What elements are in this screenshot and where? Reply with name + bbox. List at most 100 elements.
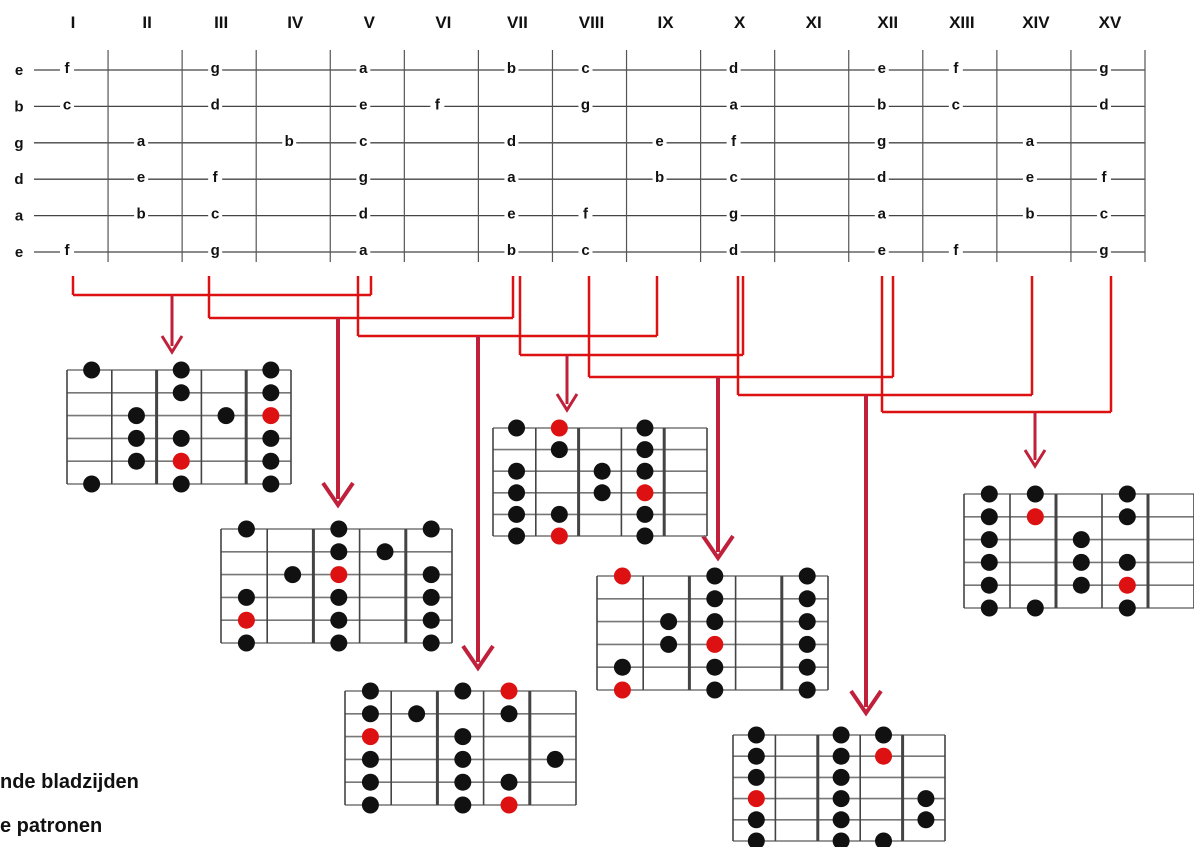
note-backdrop <box>208 203 223 220</box>
note-dot <box>217 407 235 425</box>
note-dot <box>127 452 145 470</box>
arrow-head-icon <box>321 481 355 509</box>
root-note-dot <box>500 682 518 700</box>
position-label-XII: XII <box>877 13 898 32</box>
note-backdrop <box>948 94 963 111</box>
note-dot <box>237 520 255 538</box>
arrow-head-icon <box>160 335 184 355</box>
note-backdrop <box>874 203 889 220</box>
note-dot <box>262 475 280 493</box>
note-label: d <box>1099 96 1108 113</box>
note-dot <box>127 429 145 447</box>
string-label-e: e <box>15 62 23 79</box>
note-label: f <box>953 60 959 77</box>
note-backdrop <box>874 58 889 74</box>
root-note-dot <box>747 790 765 808</box>
note-dot <box>550 441 568 459</box>
root-note-dot <box>172 452 190 470</box>
root-note-dot <box>875 747 893 765</box>
note-label: a <box>729 96 738 113</box>
note-dot <box>832 726 850 744</box>
note-dot <box>1026 599 1044 617</box>
note-dot <box>361 682 379 700</box>
note-dot <box>706 681 724 699</box>
note-dot <box>127 407 145 425</box>
note-label: b <box>507 60 516 77</box>
note-backdrop <box>504 167 519 184</box>
position-label-XI: XI <box>806 13 822 32</box>
note-label: f <box>435 96 441 113</box>
note-dot <box>980 531 998 549</box>
note-dot <box>422 588 440 606</box>
note-dot <box>508 484 526 502</box>
note-backdrop <box>60 94 75 111</box>
note-dot <box>798 590 816 608</box>
note-backdrop <box>578 94 593 111</box>
note-backdrop <box>356 240 371 256</box>
note-dot <box>636 505 654 523</box>
note-backdrop <box>874 94 889 111</box>
position-label-IX: IX <box>658 13 675 32</box>
note-dot <box>83 475 101 493</box>
position-label-XIII: XIII <box>949 13 975 32</box>
note-dot <box>361 705 379 723</box>
note-backdrop <box>1096 240 1111 256</box>
note-dot <box>980 576 998 594</box>
note-dot <box>798 635 816 653</box>
note-backdrop <box>726 58 741 74</box>
note-backdrop <box>948 58 963 74</box>
note-dot <box>613 658 631 676</box>
position-label-III: III <box>214 13 228 32</box>
note-backdrop <box>208 240 223 256</box>
note-dot <box>454 796 472 814</box>
note-dot <box>408 705 426 723</box>
note-backdrop <box>504 130 519 147</box>
note-dot <box>980 553 998 571</box>
position-label-I: I <box>71 13 76 32</box>
red-bracket-connectors <box>71 276 1113 717</box>
note-dot <box>706 590 724 608</box>
note-label: f <box>583 206 589 223</box>
root-note-dot <box>1118 576 1136 594</box>
note-backdrop <box>356 130 371 147</box>
note-dot <box>330 611 348 629</box>
note-label: g <box>359 169 368 186</box>
note-backdrop <box>504 58 519 74</box>
note-backdrop <box>356 94 371 111</box>
root-note-dot <box>361 728 379 746</box>
note-label: d <box>877 169 886 186</box>
string-label-g: g <box>14 135 23 152</box>
note-label: g <box>211 60 220 77</box>
note-dot <box>1118 508 1136 526</box>
note-dot <box>172 361 190 379</box>
note-dot <box>361 773 379 791</box>
note-dot <box>500 705 518 723</box>
note-dot <box>747 747 765 765</box>
note-dot <box>330 543 348 561</box>
position-label-VIII: VIII <box>579 13 605 32</box>
note-backdrop <box>134 203 149 220</box>
note-dot <box>1118 553 1136 571</box>
note-label: g <box>729 206 738 223</box>
note-label: g <box>211 242 220 259</box>
note-label: e <box>878 60 886 77</box>
note-backdrop <box>134 130 149 147</box>
note-dot <box>636 462 654 480</box>
root-note-dot <box>550 419 568 437</box>
root-note-dot <box>500 796 518 814</box>
note-backdrop <box>578 240 593 256</box>
note-dot <box>660 613 678 631</box>
note-dot <box>593 484 611 502</box>
note-backdrop <box>504 203 519 220</box>
note-dot <box>508 419 526 437</box>
note-label: e <box>507 206 515 223</box>
note-backdrop <box>874 130 889 147</box>
note-dot <box>875 832 893 847</box>
note-dot <box>832 790 850 808</box>
note-dot <box>980 599 998 617</box>
note-backdrop <box>208 94 223 111</box>
note-backdrop <box>652 167 667 184</box>
note-dot <box>706 658 724 676</box>
